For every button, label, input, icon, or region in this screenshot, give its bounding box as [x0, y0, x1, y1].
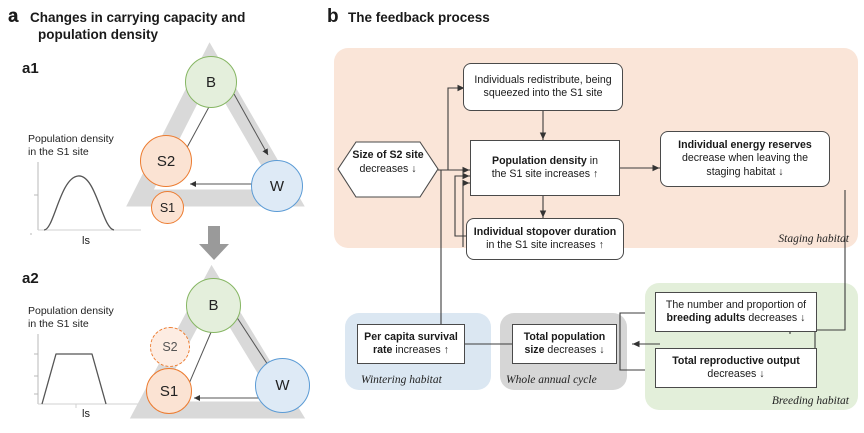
- survival-strong: Per capita survival: [364, 330, 458, 343]
- node-s2-a1: S2: [140, 135, 192, 187]
- box-per-capita-survival[interactable]: Per capita survival rate increases ↑: [357, 324, 465, 364]
- breeding-adults-line1: The number and proportion of: [665, 298, 807, 311]
- node-w-a1: W: [251, 160, 303, 212]
- box-total-reproductive-output[interactable]: Total reproductive output decreases ↓: [655, 348, 817, 388]
- node-b-a1: B: [185, 56, 237, 108]
- node-s2-a2: S2: [150, 327, 190, 367]
- reproductive-strong: Total reproductive output: [672, 354, 800, 367]
- habitat-annual-cycle-label: Whole annual cycle: [506, 374, 597, 386]
- panel-a-title: Changes in carrying capacity and populat…: [30, 9, 320, 43]
- panel-b-letter: b: [327, 6, 339, 27]
- a1-chart-caption: Population density in the S1 site: [28, 133, 148, 159]
- panel-divider: [330, 0, 331, 433]
- a2-density-chart: [34, 334, 141, 408]
- node-s1-a1: S1: [151, 191, 184, 224]
- habitat-breeding-label: Breeding habitat: [771, 395, 849, 407]
- redistribute-line2: squeezed into the S1 site: [483, 87, 603, 99]
- density-line2: the S1 site increases ↑: [491, 168, 599, 180]
- reproductive-line2: decreases ↓: [707, 368, 765, 380]
- a2-chart-caption: Population density in the S1 site: [28, 305, 148, 331]
- energy-line3: staging habitat ↓: [706, 165, 784, 178]
- box-population-density[interactable]: Population density in the S1 site increa…: [470, 140, 620, 196]
- node-s1-a2: S1: [146, 368, 192, 414]
- a2-caption-line2: in the S1 site: [28, 318, 89, 330]
- breeding-adults-strong: breeding adults: [666, 312, 746, 324]
- density-rest: in: [589, 154, 598, 167]
- subpanel-label-a2: a2: [22, 270, 39, 287]
- box-individual-energy-reserves[interactable]: Individual energy reserves decrease when…: [660, 131, 830, 187]
- box-individuals-redistribute[interactable]: Individuals redistribute, being squeezed…: [463, 63, 623, 111]
- box-size-of-s2-hexagon[interactable]: [336, 140, 440, 200]
- box-individual-stopover-duration[interactable]: Individual stopover duration in the S1 s…: [466, 218, 624, 260]
- popsize-line2strong: size: [524, 344, 545, 356]
- box-breeding-adults[interactable]: The number and proportion of breeding ad…: [655, 292, 817, 332]
- survival-line2strong: rate: [373, 344, 393, 356]
- subpanel-label-a1: a1: [22, 60, 39, 77]
- stopover-line2: in the S1 site increases ↑: [486, 239, 604, 251]
- a1-caption-line2: in the S1 site: [28, 146, 89, 158]
- energy-strong: Individual energy reserves: [678, 138, 812, 151]
- box-size-of-s2-text: Size of S2 site decreases ↓: [336, 148, 440, 176]
- trigger-rest: decreases ↓: [359, 163, 417, 175]
- survival-line2rest: increases ↑: [395, 344, 449, 356]
- node-b-a2: B: [186, 278, 241, 333]
- energy-line2: decrease when leaving the: [681, 152, 809, 165]
- panel-a-title-line2: population density: [38, 27, 158, 42]
- habitat-wintering-label: Wintering habitat: [361, 374, 442, 386]
- a1-caption-line1: Population density: [28, 133, 114, 145]
- panel-a-letter-glyph: a: [8, 6, 19, 27]
- panel-b-title: The feedback process: [348, 10, 490, 25]
- transition-down-arrow-icon: [199, 226, 229, 260]
- redistribute-line1: Individuals redistribute, being: [474, 73, 612, 86]
- density-strong: Population density: [492, 154, 587, 167]
- a2-chart-xlabel: ls: [82, 408, 90, 420]
- popsize-line2rest: decreases ↓: [547, 344, 605, 356]
- panel-a-title-line1: Changes in carrying capacity and: [30, 10, 246, 25]
- box-total-population-size[interactable]: Total population size decreases ↓: [512, 324, 617, 364]
- panel-a-letter: a: [8, 8, 17, 25]
- a1-density-chart: [30, 162, 141, 235]
- habitat-staging-label: Staging habitat: [778, 233, 849, 245]
- stopover-strong: Individual stopover duration: [473, 225, 617, 238]
- trigger-strong: Size of S2 site: [352, 149, 424, 161]
- a2-caption-line1: Population density: [28, 305, 114, 317]
- breeding-adults-rest: decreases ↓: [748, 312, 806, 324]
- node-w-a2: W: [255, 358, 310, 413]
- a1-chart-xlabel: ls: [82, 235, 90, 247]
- popsize-strong: Total population: [523, 330, 606, 343]
